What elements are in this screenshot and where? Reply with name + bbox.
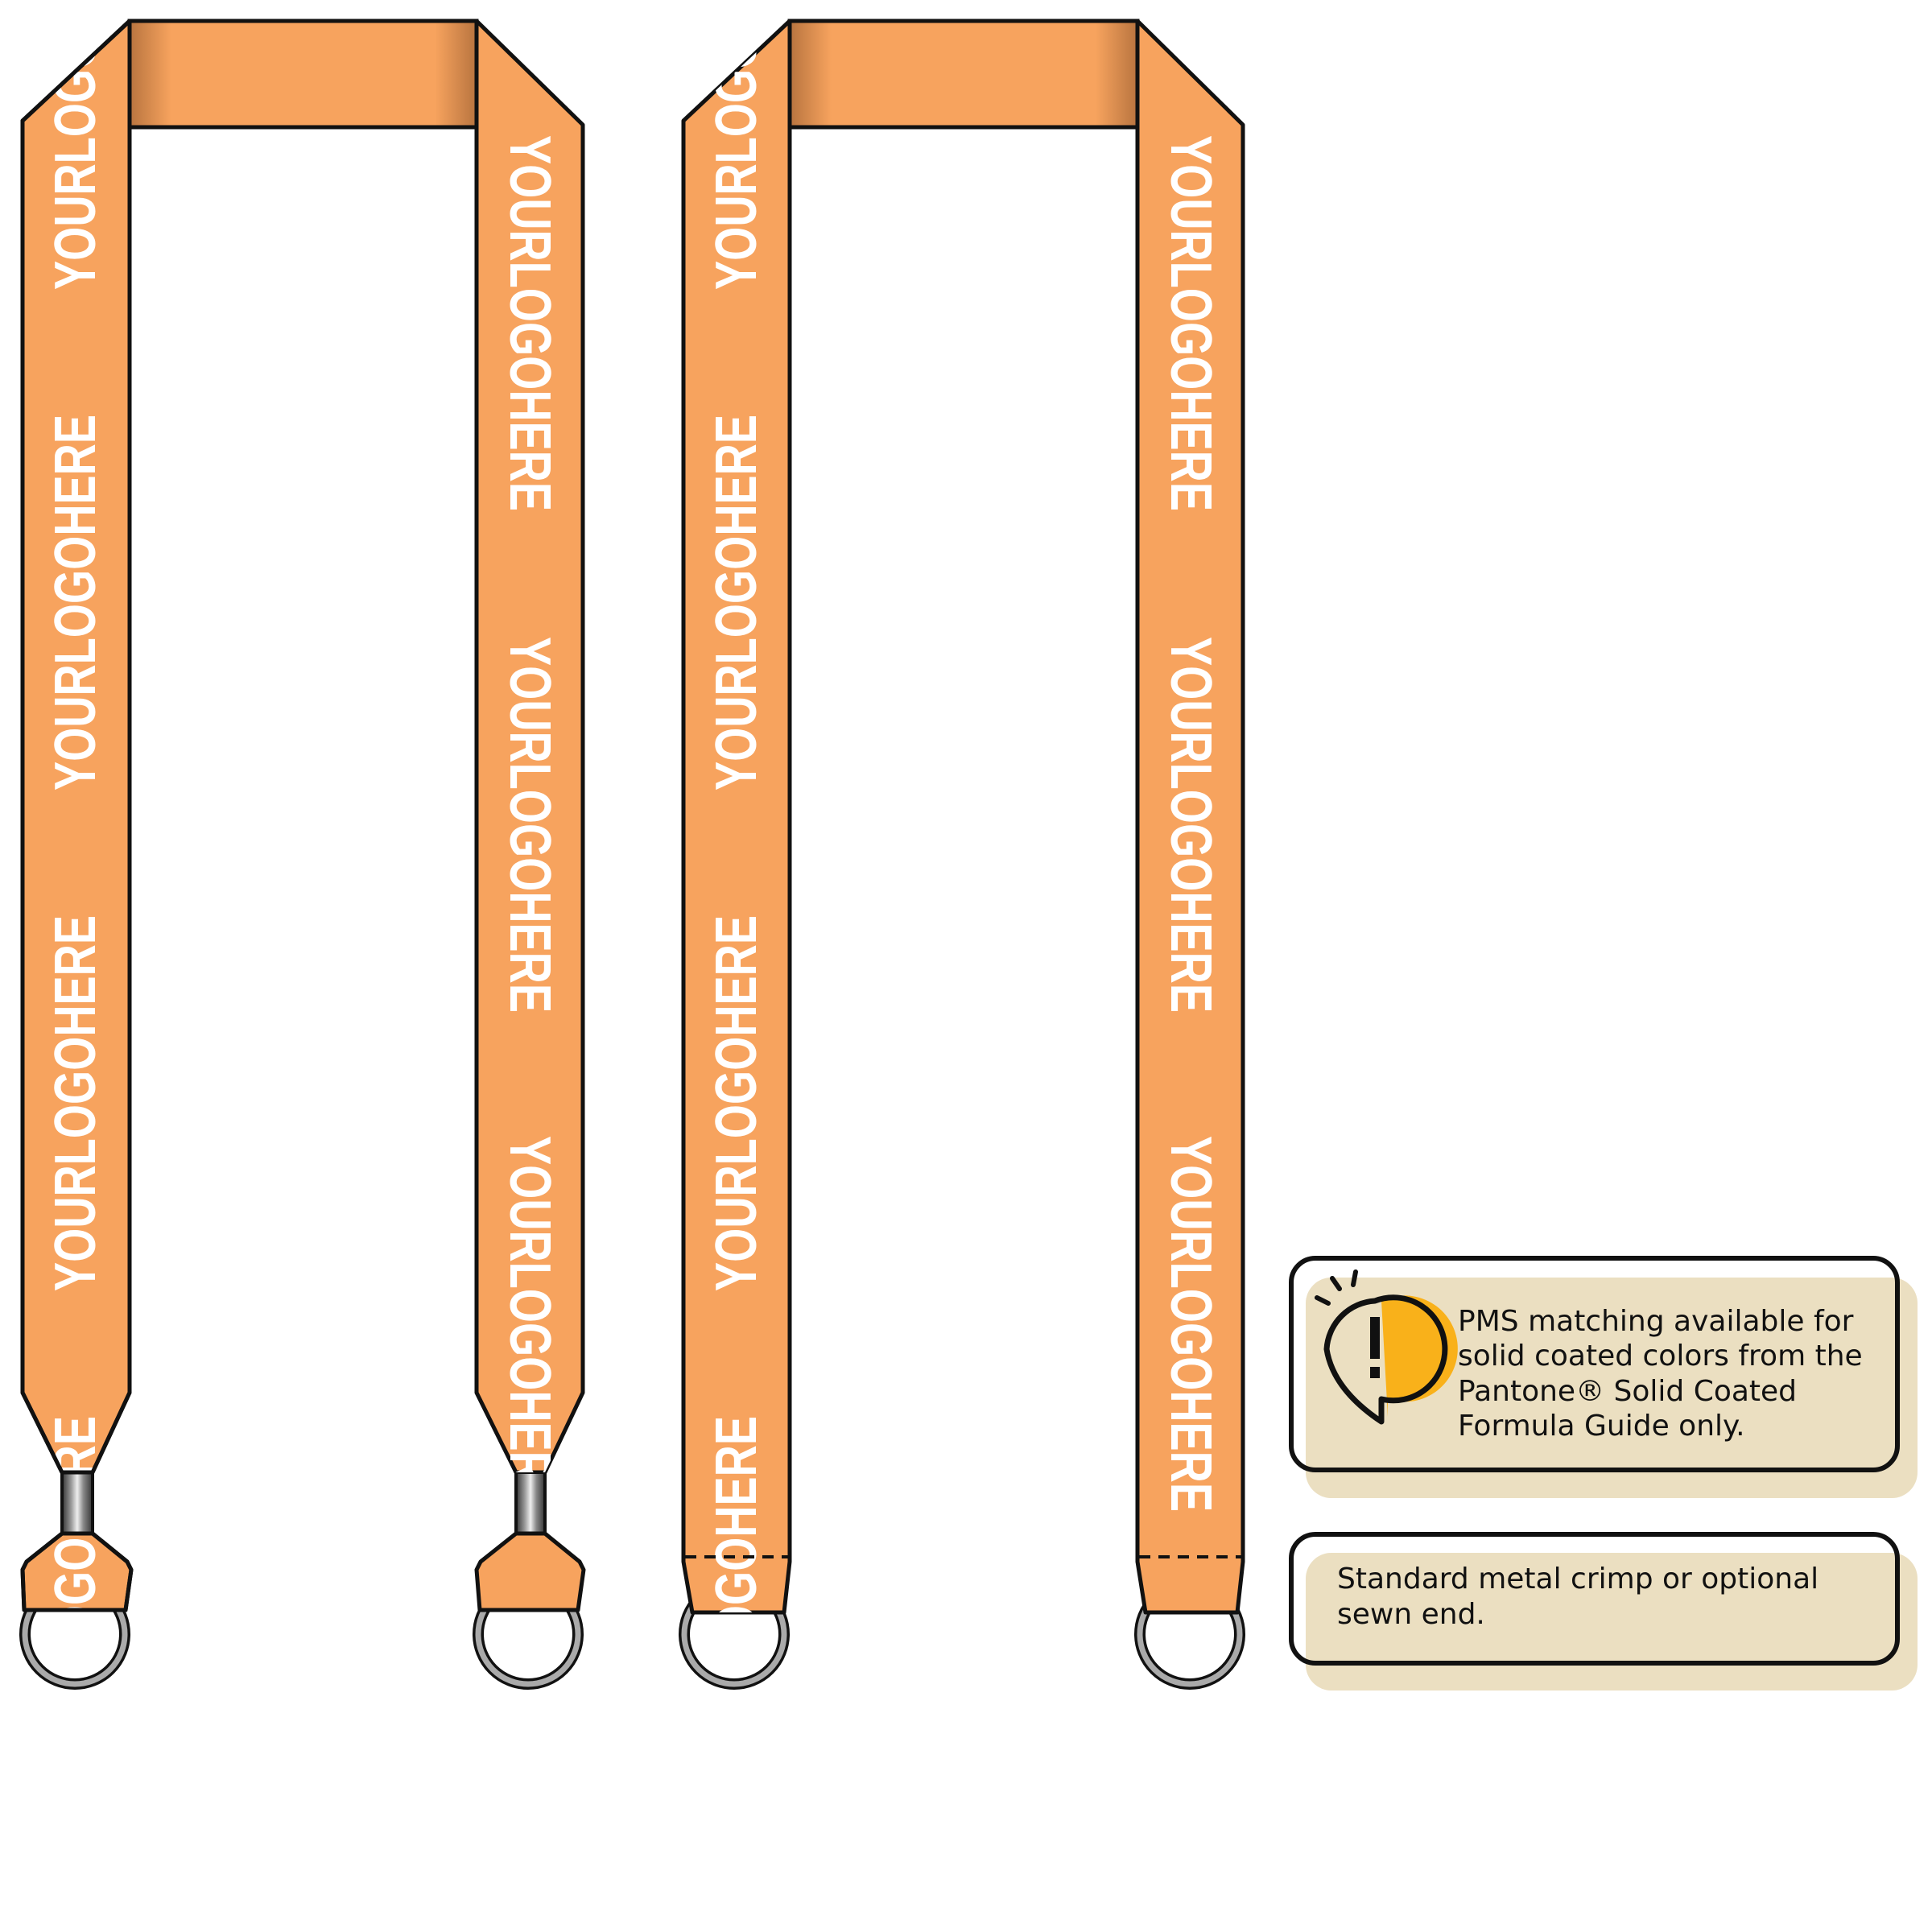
lanyard-crimp-end: YOURLOGOHERE YOURLOGOHERE YOURLOGOHERE YOUR… [19,0,586,1690]
callout-pms-matching: PMS matching available for solid coated … [1289,1256,1918,1498]
logo-imprint-text: YOURLOGOHERE [497,135,562,511]
left-strap [681,19,792,1615]
callout-end-options: Standard metal crimp or optional sewn en… [1289,1532,1918,1690]
logo-imprint-text: YOURLOGOHERE [704,0,769,290]
logo-imprint-text: YOURLOGOHERE [1158,135,1223,511]
alert-speech-bubble-icon [1315,1269,1458,1425]
top-bar [787,19,1140,130]
callout-text-line: PMS matching available for [1458,1305,1854,1338]
logo-imprint-text: YOURLOGOHERE [43,0,108,290]
logo-imprint-text: YOURLOGOHERE [43,915,108,1291]
metal-crimp [514,1471,547,1535]
callout-text-line: sewn end. [1337,1598,1485,1631]
logo-imprint-text: YOURLOGOHERE [704,915,769,1291]
logo-imprint-text: YOURLOGOHERE [704,415,769,791]
top-bar [127,19,479,130]
logo-imprint-text: YOURLOGOHERE [1158,637,1223,1013]
logo-imprint-text: YOURLOGOHERE [497,1136,562,1512]
right-strap [1135,19,1245,1615]
logo-imprint-text: YOURLOGOHERE [497,637,562,1013]
callout-text-line: solid coated colors from the [1458,1340,1863,1373]
logo-imprint-text: YOURLOGOHERE [1158,1136,1223,1512]
lanyard-sewn-end: YOURLOGOHERE YOURLOGOHERE YOURLOGOHERE YOUR… [679,0,1245,1792]
callout-text-line: Pantone® Solid Coated [1458,1375,1797,1408]
end-tab [474,1531,586,1612]
logo-imprint-text: YOURLOGOHERE [704,1416,769,1792]
callout-text-line: Standard metal crimp or optional [1337,1563,1818,1596]
metal-crimp [60,1471,94,1535]
callout-text-line: Formula Guide only. [1458,1410,1745,1443]
logo-imprint-text: YOURLOGOHERE [43,415,108,791]
